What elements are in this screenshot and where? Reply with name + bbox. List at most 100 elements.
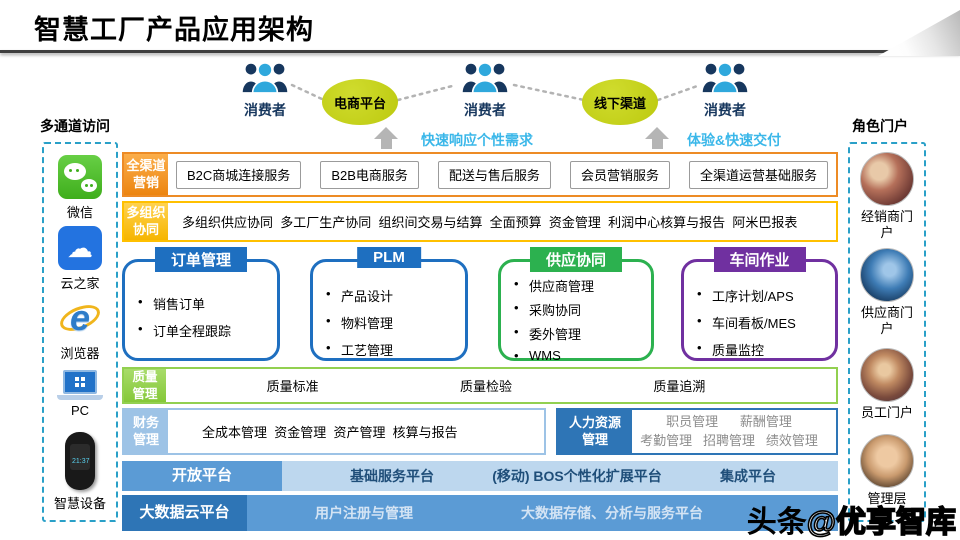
role-label: 供应商门户 xyxy=(860,305,913,337)
dealer-portal-photo xyxy=(860,152,914,206)
channel-item-label: 智慧设备 xyxy=(53,496,106,511)
row-label: 开放平台 xyxy=(122,461,282,491)
row-quality: 质量 管理 质量标准 质量检验 质量追溯 xyxy=(122,367,838,404)
ie-browser-icon: e xyxy=(56,296,104,340)
channel-item-smart-device: 21:37 智慧设备 xyxy=(42,432,118,512)
consumer-label: 消费者 xyxy=(704,102,746,118)
row-label: 全渠道 营销 xyxy=(124,154,168,195)
module-title: 车间作业 xyxy=(713,247,806,272)
open-platform-item: 集成平台 xyxy=(720,468,776,484)
open-platform-item: 基础服务平台 xyxy=(350,468,434,484)
role-item-employee: 员工门户 xyxy=(848,348,926,421)
module-item: 工序计划/APS xyxy=(688,286,831,305)
role-item-supplier: 供应商门户 xyxy=(848,248,926,338)
channel-item-cloudhome: ☁ 云之家 xyxy=(42,226,118,292)
module-item: 产品设计 xyxy=(317,286,461,305)
cloud-glyph: ☁ xyxy=(67,232,93,263)
row-open-platform: 开放平台 基础服务平台 (移动) BOS个性化扩展平台 集成平台 xyxy=(122,461,838,491)
people-icon xyxy=(462,62,508,94)
module-plm: PLM 产品设计 物料管理 工艺管理 xyxy=(310,247,468,361)
smart-device-icon: 21:37 xyxy=(65,432,95,490)
ie-glyph: e xyxy=(69,297,91,338)
employee-portal-photo xyxy=(860,348,914,402)
row-label: 财务 管理 xyxy=(124,410,168,453)
module-item: 销售订单 xyxy=(129,294,273,313)
service-button[interactable]: B2B电商服务 xyxy=(320,160,419,189)
module-title: 供应协同 xyxy=(529,247,623,272)
consumer-group-1: 消费者 xyxy=(237,60,293,120)
channel-label: 线下渠道 xyxy=(593,95,646,111)
pc-laptop-icon xyxy=(57,370,103,400)
consumer-group-2: 消费者 xyxy=(457,60,513,120)
module-title: 订单管理 xyxy=(154,247,248,272)
watch-time: 21:37 xyxy=(72,458,90,465)
role-item-dealer: 经销商门户 xyxy=(848,152,926,242)
row-label: 质量 管理 xyxy=(124,369,166,402)
consumer-group-3: 消费者 xyxy=(697,60,753,120)
module-workshop: 车间作业 工序计划/APS 车间看板/MES 质量监控 xyxy=(681,247,838,361)
row-label: 人力资源 管理 xyxy=(558,410,632,453)
right-panel-box xyxy=(848,142,926,522)
module-item: 质量监控 xyxy=(688,340,831,359)
up-arrow-icon xyxy=(645,127,669,149)
row-omni-marketing: 全渠道 营销 B2C商城连接服务 B2B电商服务 配送与售后服务 会员营销服务 … xyxy=(122,152,838,197)
hr-items-line1: 职员管理 薪酬管理 xyxy=(666,413,792,429)
role-item-management: 管理层 xyxy=(848,434,926,507)
module-title: PLM xyxy=(357,247,421,268)
wechat-icon xyxy=(58,155,102,199)
role-label: 经销商门户 xyxy=(860,209,913,241)
module-item: 采购协同 xyxy=(505,300,647,319)
module-item: 订单全程跟踪 xyxy=(129,321,273,340)
channel-label: 电商平台 xyxy=(333,95,386,111)
right-panel-title: 角色门户 xyxy=(852,118,908,134)
multi-org-items: 多组织供应协同 多工厂生产协同 组织间交易与结算 全面预算 资金管理 利润中心核… xyxy=(182,215,798,230)
up-arrow-icon xyxy=(374,127,398,149)
row-finance: 财务 管理 全成本管理 资金管理 资产管理 核算与报告 xyxy=(122,408,546,455)
supplier-portal-photo xyxy=(860,248,914,302)
channel-item-pc: PC xyxy=(42,370,118,418)
channel-item-label: 浏览器 xyxy=(60,346,100,361)
role-label: 员工门户 xyxy=(860,405,913,420)
channel-item-label: 微信 xyxy=(66,205,93,220)
hr-items-line2: 考勤管理 招聘管理 绩效管理 xyxy=(640,432,818,448)
channel-item-label: PC xyxy=(70,403,90,418)
page-title: 智慧工厂产品应用架构 xyxy=(34,15,314,45)
quality-item: 质量追溯 xyxy=(653,379,706,394)
cloud-item: 大数据存储、分析与服务平台 xyxy=(521,505,703,521)
people-icon xyxy=(242,62,288,94)
quality-item: 质量检验 xyxy=(459,379,512,394)
role-label: 管理层 xyxy=(867,491,907,506)
consumer-label: 消费者 xyxy=(244,102,286,118)
channel-item-wechat: 微信 xyxy=(42,155,118,221)
service-button[interactable]: B2C商城连接服务 xyxy=(176,160,302,189)
channel-item-browser: e 浏览器 xyxy=(42,296,118,362)
consumer-label: 消费者 xyxy=(464,102,506,118)
channel-node-ecommerce: 电商平台 xyxy=(322,79,398,125)
module-item: 供应商管理 xyxy=(505,276,647,295)
row-label: 大数据云平台 xyxy=(122,495,247,531)
watermark: 头条@优享智库 xyxy=(746,505,957,540)
left-panel-title: 多通道访问 xyxy=(40,118,110,134)
module-item: 车间看板/MES xyxy=(688,313,831,332)
module-item: 工艺管理 xyxy=(317,340,461,359)
flow-annotation: 快速响应个性需求 xyxy=(421,132,533,148)
channel-item-label: 云之家 xyxy=(60,276,100,291)
open-platform-item: (移动) BOS个性化扩展平台 xyxy=(492,468,662,484)
cloud-home-icon: ☁ xyxy=(58,226,102,270)
channel-node-offline: 线下渠道 xyxy=(582,79,658,125)
row-bigdata-cloud: 大数据云平台 用户注册与管理 大数据存储、分析与服务平台 xyxy=(122,495,838,531)
quality-item: 质量标准 xyxy=(266,379,319,394)
service-button[interactable]: 会员营销服务 xyxy=(569,160,670,189)
title-divider xyxy=(0,50,960,53)
module-order-management: 订单管理 销售订单 订单全程跟踪 xyxy=(122,247,280,361)
service-button[interactable]: 配送与售后服务 xyxy=(437,160,551,189)
module-item: WMS xyxy=(505,348,647,363)
module-item: 物料管理 xyxy=(317,313,461,332)
module-supply-collaboration: 供应协同 供应商管理 采购协同 委外管理 WMS xyxy=(498,247,654,363)
people-icon xyxy=(702,62,748,94)
flow-annotation: 体验&快速交付 xyxy=(687,132,782,148)
row-multi-org: 多组织 协同 多组织供应协同 多工厂生产协同 组织间交易与结算 全面预算 资金管… xyxy=(122,201,838,242)
cloud-item: 用户注册与管理 xyxy=(315,505,413,521)
service-button[interactable]: 全渠道运营基础服务 xyxy=(688,160,828,189)
